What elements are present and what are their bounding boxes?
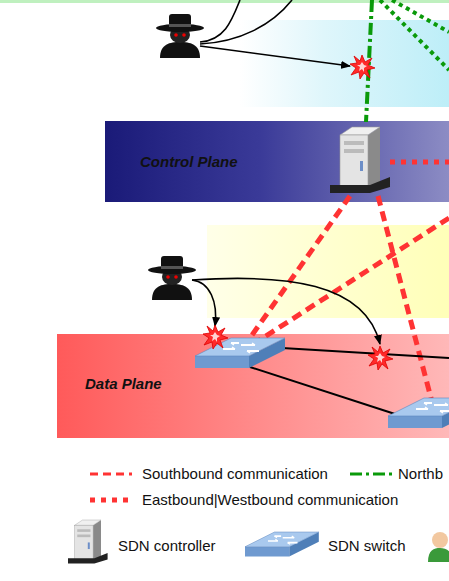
- northbound-line: [380, 0, 449, 70]
- data-link: [250, 367, 395, 414]
- legend-text: Northb: [398, 465, 443, 483]
- attack-star: [203, 325, 228, 349]
- attack-star: [368, 346, 393, 370]
- legend-text: Southbound communication: [142, 465, 328, 483]
- southbound-line: [252, 218, 449, 345]
- plane-label: Control Plane: [140, 153, 238, 170]
- attacker-icon: [156, 14, 204, 58]
- plane-band: Control Plane: [105, 121, 449, 202]
- user-icon: [428, 532, 449, 562]
- attack-arrow: [192, 280, 216, 326]
- sdn-switch-icon: [388, 398, 449, 428]
- southbound-line: [378, 196, 432, 402]
- sdn-controller-icon: [330, 127, 390, 193]
- legend-text: SDN switch: [328, 537, 406, 555]
- legend-northbound-sample: [350, 473, 392, 476]
- attack-arrow: [200, 46, 350, 66]
- legend-switch-icon: [245, 532, 319, 557]
- attack-line: [200, 0, 240, 42]
- attack-line: [200, 0, 292, 44]
- attack-star: [350, 55, 375, 79]
- northbound-line: [392, 0, 449, 32]
- legend-eastwest-sample: [90, 498, 132, 503]
- plane-label: Data Plane: [85, 375, 162, 392]
- southbound-line: [245, 196, 350, 345]
- attacker-icon: [148, 256, 196, 300]
- legend-text: SDN controller: [118, 537, 216, 555]
- eastwest-line: [390, 160, 449, 165]
- legend-controller-icon: [68, 520, 108, 564]
- data-link: [282, 348, 449, 358]
- application-region: [240, 20, 449, 107]
- legend-text: Eastbound|Westbound communication: [142, 491, 398, 509]
- legend-southbound-sample: [90, 473, 132, 476]
